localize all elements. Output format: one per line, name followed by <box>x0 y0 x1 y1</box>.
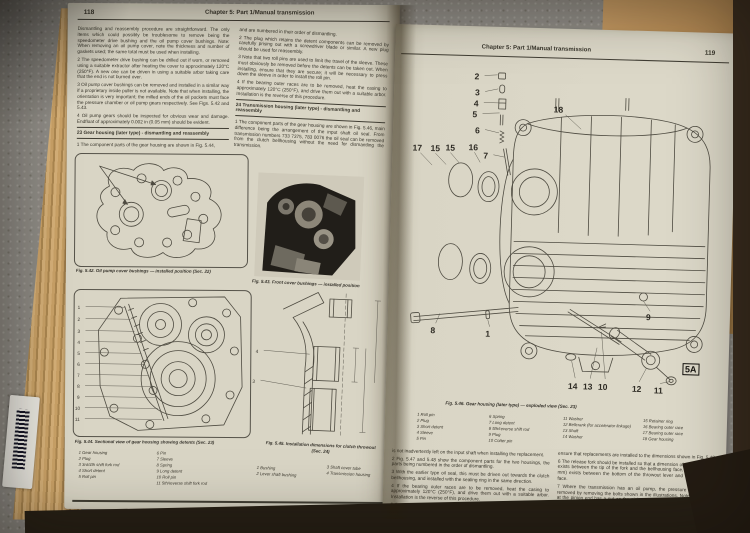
callout-number: 3 <box>475 87 480 97</box>
fig-5-46-legend-col-1: 1 Roll pin 2 Plug 3 Short detent 4 Sleev… <box>416 412 483 444</box>
legend-item: 10 Cotter pin <box>488 438 513 444</box>
fig-5-44-frame: 1 2 3 4 5 6 7 8 9 10 11 <box>72 288 252 439</box>
section-23-heading: 23 Gear housing (later type) - dismantli… <box>76 127 229 141</box>
callout-number: 9 <box>77 395 80 400</box>
right-page-header: Chapter 5: Part 1/Manual transmission <box>481 44 592 54</box>
callout-number: 4 <box>77 340 80 345</box>
callout-number: 6 <box>77 362 80 367</box>
callout-number: 12 <box>632 384 642 394</box>
callout-number: 17 <box>412 143 422 153</box>
callout-number: 16 <box>468 142 478 152</box>
callout-number: 11 <box>654 385 664 395</box>
callout-number: 8 <box>430 325 435 335</box>
callout-number: 10 <box>598 382 608 392</box>
callout-number: 5 <box>77 351 80 356</box>
callout-number: 4 <box>474 98 479 108</box>
paragraph: 4 Oil pump gears should be inspected for… <box>76 112 229 125</box>
fig-5-45-legend-col-a: 1 Bushing 2 Lever shaft bushing <box>256 465 322 480</box>
fig-5-46-legend-col-4: 15 Retainer ring 16 Bearing outer race 1… <box>642 418 715 444</box>
callout-number: 4 <box>256 349 259 354</box>
left-page: 118 Chapter 5: Part 1/Manual transmissio… <box>64 2 400 512</box>
callout-number: 6 <box>475 125 480 135</box>
callout-number: 1 <box>78 305 81 310</box>
left-page-column-1: Dismantling and reassembly procedure are… <box>77 26 230 151</box>
right-page: Chapter 5: Part 1/Manual transmission 11… <box>382 24 738 531</box>
fig-5-42-frame <box>73 152 249 269</box>
callout-number: 5 <box>472 109 477 119</box>
fig-5-45-drawing: 4 3 <box>248 286 392 442</box>
fig-5-42-caption: Fig. 5.42. Oil pump cover bushings — ins… <box>75 267 211 274</box>
fig-5-46-exploded-view: 18 2 3 4 5 6 7 17 15 15 16 9 8 1 14 13 1… <box>398 60 723 405</box>
left-page-column-2: and are numbered in their order of disma… <box>234 27 390 157</box>
fig-5-46-legend-col-2: 6 Spring 7 Long detent 8 5th/reverse shi… <box>488 414 557 446</box>
callout-number: 2 <box>474 71 479 81</box>
fig-5-46-legend-col-3: 11 Washer 12 Bellcrank (for accelerator … <box>562 416 637 442</box>
callout-number: 10 <box>75 406 81 411</box>
right-page-number: 119 <box>704 49 716 57</box>
paragraph: 1 The component parts of the gear housin… <box>76 142 216 149</box>
left-page-header: Chapter 5: Part 1/Manual transmission <box>204 9 315 17</box>
right-edge-shadow <box>733 0 750 533</box>
callout-number: 15 <box>430 143 440 153</box>
callout-number: 15 <box>445 142 455 152</box>
fig-5-44-legend-col-a: 1 Gear housing 2 Plug 3 3rd/4th shift fo… <box>78 450 150 481</box>
callout-number: 7 <box>77 373 80 378</box>
legend-item: 11 5th/reverse shift fork rod <box>156 480 208 487</box>
fig-5-44-legend-col-b: 6 Pin 7 Sleeve 8 Spring 9 Long detent 10… <box>156 450 246 487</box>
legend-item: 5 Roll pin <box>78 474 96 480</box>
legend-item: 18 Gear housing <box>642 436 674 443</box>
header-rule <box>77 18 390 23</box>
callout-number: 3 <box>252 379 255 384</box>
callout-number: 13 <box>583 381 593 391</box>
fig-5-43-photo <box>254 172 365 281</box>
gear-housing-section-drawing: 1 2 3 4 5 6 7 8 9 10 11 <box>75 296 243 431</box>
left-page-number: 118 <box>83 8 95 17</box>
legend-item: 5 Pin <box>416 436 427 442</box>
paragraph: 1 The component parts of the gear housin… <box>233 118 385 149</box>
section-tab-5a: 5A <box>682 363 700 376</box>
callout-number: 14 <box>568 381 578 391</box>
callout-number: 2 <box>78 317 81 322</box>
paragraph: 2 The speedometer drive bushing can be d… <box>77 56 230 80</box>
paragraph: 3 Oil pump cover bushings can be removed… <box>77 81 230 111</box>
callout-number: 9 <box>646 312 651 322</box>
callout-number: 18 <box>554 104 564 114</box>
callout-number: 1 <box>485 329 490 339</box>
callout-number: 11 <box>75 417 80 422</box>
fig-5-45-caption: Fig. 5.45. Installation dimensions for c… <box>250 439 390 457</box>
callout-number: 8 <box>77 384 80 389</box>
callout-number: 3 <box>77 329 80 334</box>
oil-pump-cover-drawing <box>96 163 222 258</box>
legend-item: 14 Washer <box>562 434 583 440</box>
paragraph: Dismantling and reassembly procedure are… <box>77 25 230 56</box>
callout-number: 7 <box>483 150 488 160</box>
barcode <box>11 408 30 470</box>
